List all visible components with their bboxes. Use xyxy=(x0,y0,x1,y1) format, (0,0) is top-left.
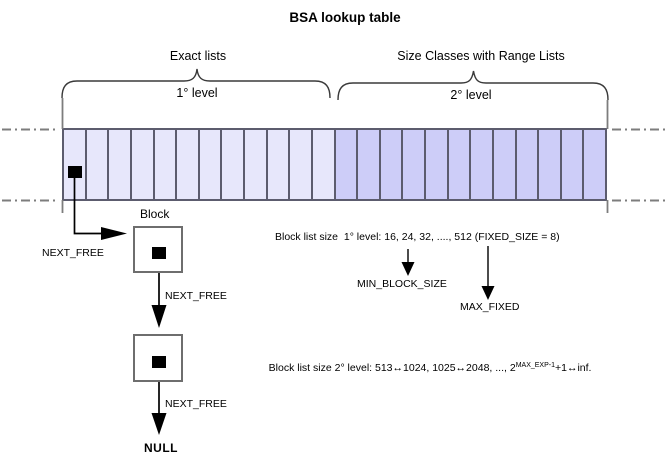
block-list-size-line1: Block list size 1° level: 16, 24, 32, ..… xyxy=(275,231,560,243)
next-free-label-3: NEXT_FREE xyxy=(165,398,227,410)
line2-exponent: MAX_EXP-1 xyxy=(515,362,555,369)
table-cell-range xyxy=(493,130,517,199)
block-1-pointer-marker xyxy=(152,247,166,259)
next-free-arrowhead-1 xyxy=(151,305,167,328)
table-cell-exact xyxy=(86,130,110,199)
table-cell-exact xyxy=(154,130,178,199)
next-free-elbow-arrow xyxy=(73,178,101,235)
size-classes-label: Size Classes with Range Lists xyxy=(397,49,565,63)
table-cell-exact xyxy=(109,130,132,199)
next-free-arrowhead-2 xyxy=(151,413,167,435)
table-cell-range xyxy=(335,130,359,199)
table-cell-exact xyxy=(222,130,245,199)
next-free-label-1: NEXT_FREE xyxy=(42,247,104,259)
left-brace xyxy=(61,68,331,99)
table-cell-range xyxy=(516,130,540,199)
table-cell-range xyxy=(358,130,381,199)
next-free-label-2: NEXT_FREE xyxy=(165,290,227,302)
table-cell-range xyxy=(561,130,585,199)
line2-suffix: +1↔inf. xyxy=(554,362,592,374)
exact-lists-label: Exact lists xyxy=(169,49,227,63)
level2-label: 2° level xyxy=(450,88,492,102)
line2-prefix: Block list size 2° level: 513↔1024, 1025… xyxy=(268,362,516,374)
diagram-title: BSA lookup table xyxy=(289,10,401,25)
table-cell-range xyxy=(380,130,404,199)
table-cell-range xyxy=(471,130,494,199)
right-brace xyxy=(337,70,609,101)
table-cell-exact xyxy=(177,130,200,199)
table-cell-exact xyxy=(267,130,291,199)
next-free-elbow-arrowhead xyxy=(101,227,127,240)
min-block-size-label: MIN_BLOCK_SIZE xyxy=(357,278,447,290)
table-cell-range xyxy=(403,130,426,199)
table-cell-exact xyxy=(64,130,87,199)
table-cell-range xyxy=(539,130,562,199)
max-fixed-arrowhead xyxy=(481,286,495,300)
table-cell-exact xyxy=(312,130,336,199)
table-cell-exact xyxy=(245,130,268,199)
lookup-table xyxy=(62,128,607,201)
level1-label: 1° level xyxy=(176,86,218,100)
block-list-size-line2: Block list size 2° level: 513↔1024, 1025… xyxy=(257,350,592,386)
block-2-pointer-marker xyxy=(152,356,166,368)
max-fixed-label: MAX_FIXED xyxy=(460,301,520,313)
table-cell-range xyxy=(448,130,472,199)
table-cell-range xyxy=(584,130,605,199)
table-cell-exact xyxy=(199,130,223,199)
min-block-size-arrowhead xyxy=(401,262,415,276)
first-free-marker xyxy=(68,166,82,178)
block-label: Block xyxy=(140,207,170,221)
table-cell-exact xyxy=(290,130,313,199)
null-label: NULL xyxy=(144,441,178,455)
table-cell-exact xyxy=(131,130,155,199)
table-cell-range xyxy=(426,130,449,199)
